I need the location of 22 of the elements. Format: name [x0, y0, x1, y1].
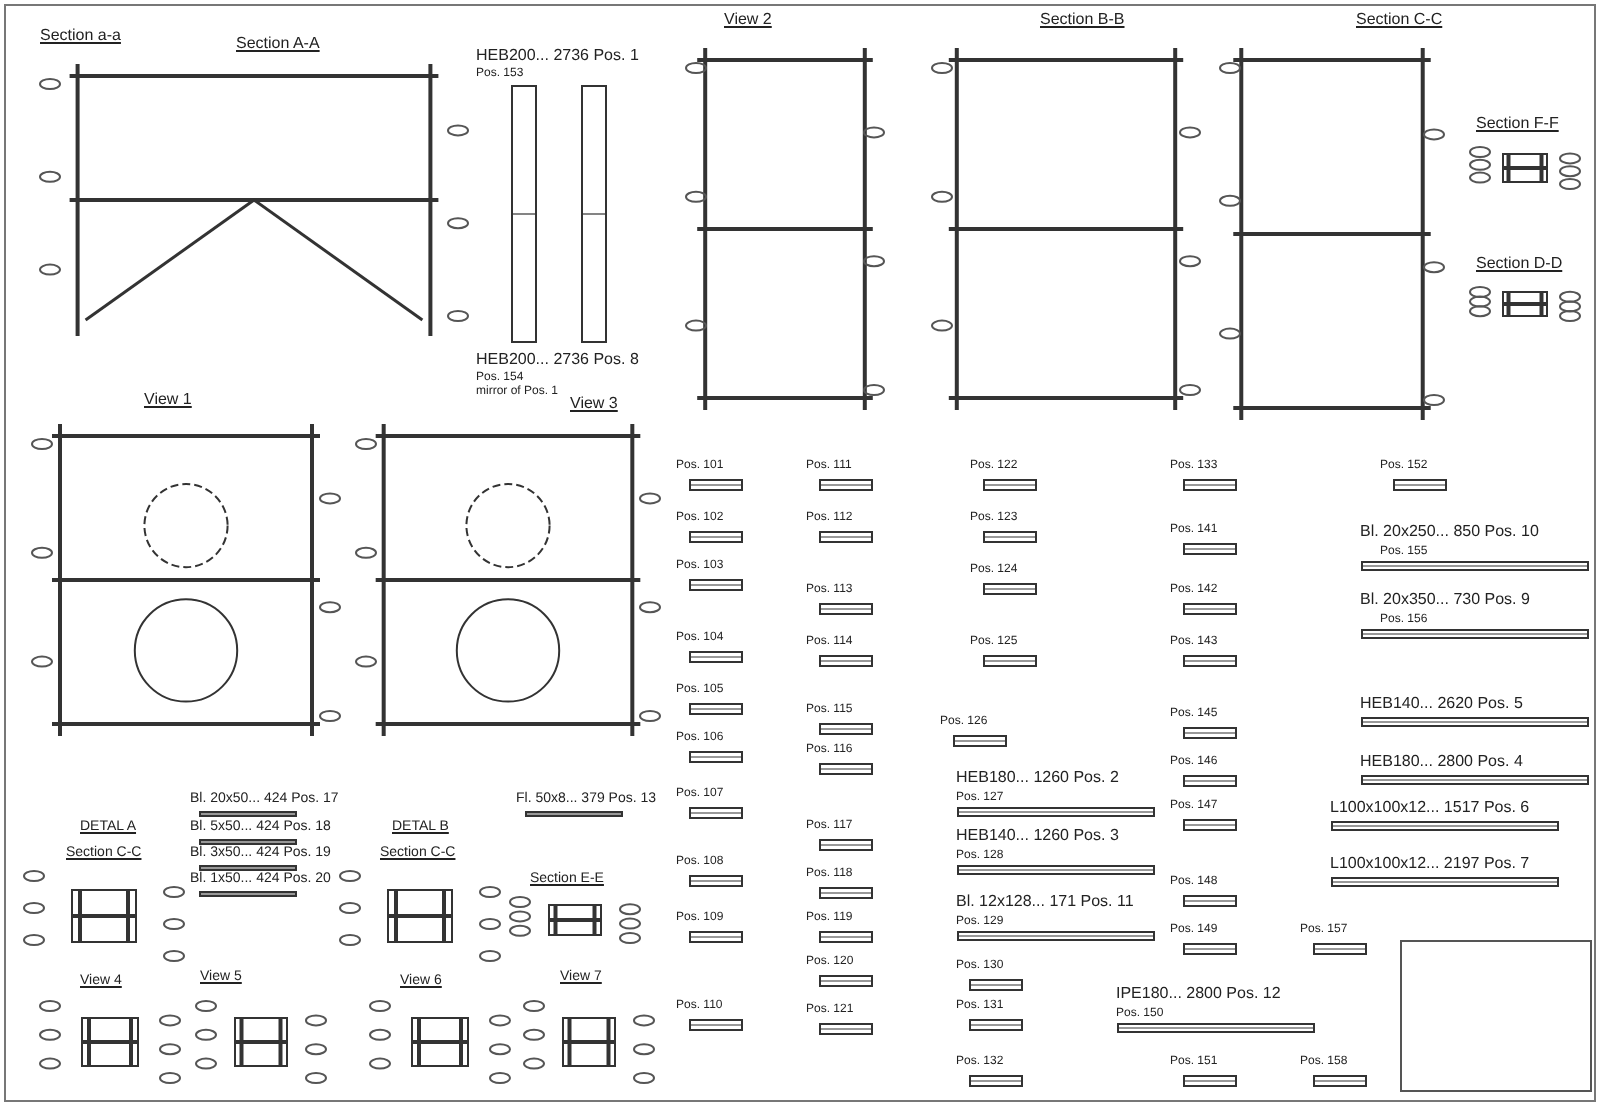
part-label: HEB180... 2800 Pos. 4: [1360, 754, 1523, 772]
view-title: Section C-C: [1356, 12, 1443, 30]
part-label: HEB140... 2620 Pos. 5: [1360, 696, 1523, 714]
view-title: Section D-D: [1476, 256, 1563, 274]
part-label: Bl. 12x128... 171 Pos. 11: [956, 894, 1134, 912]
view-title: Section a-a: [40, 28, 121, 46]
part-label: IPE180... 2800 Pos. 12: [1116, 986, 1281, 1004]
part-label: L100x100x12... 2197 Pos. 7: [1330, 856, 1530, 874]
view-title: View 3: [570, 396, 618, 414]
part-label: Bl. 20x350... 730 Pos. 9: [1360, 592, 1530, 610]
view-title: Section A-A: [236, 36, 320, 54]
part-label: HEB200... 2736 Pos. 8: [476, 352, 639, 370]
view-title: View 1: [144, 392, 192, 410]
part-label: HEB200... 2736 Pos. 1: [476, 48, 639, 66]
view-title: View 2: [724, 12, 772, 30]
part-label: L100x100x12... 1517 Pos. 6: [1330, 800, 1530, 818]
view-title: Section B-B: [1040, 12, 1125, 30]
part-label: HEB140... 1260 Pos. 3: [956, 828, 1119, 846]
title-block: [1400, 940, 1592, 1092]
view-title: Section F-F: [1476, 116, 1559, 134]
part-label: Bl. 20x250... 850 Pos. 10: [1360, 524, 1539, 542]
part-label: HEB180... 1260 Pos. 2: [956, 770, 1119, 788]
